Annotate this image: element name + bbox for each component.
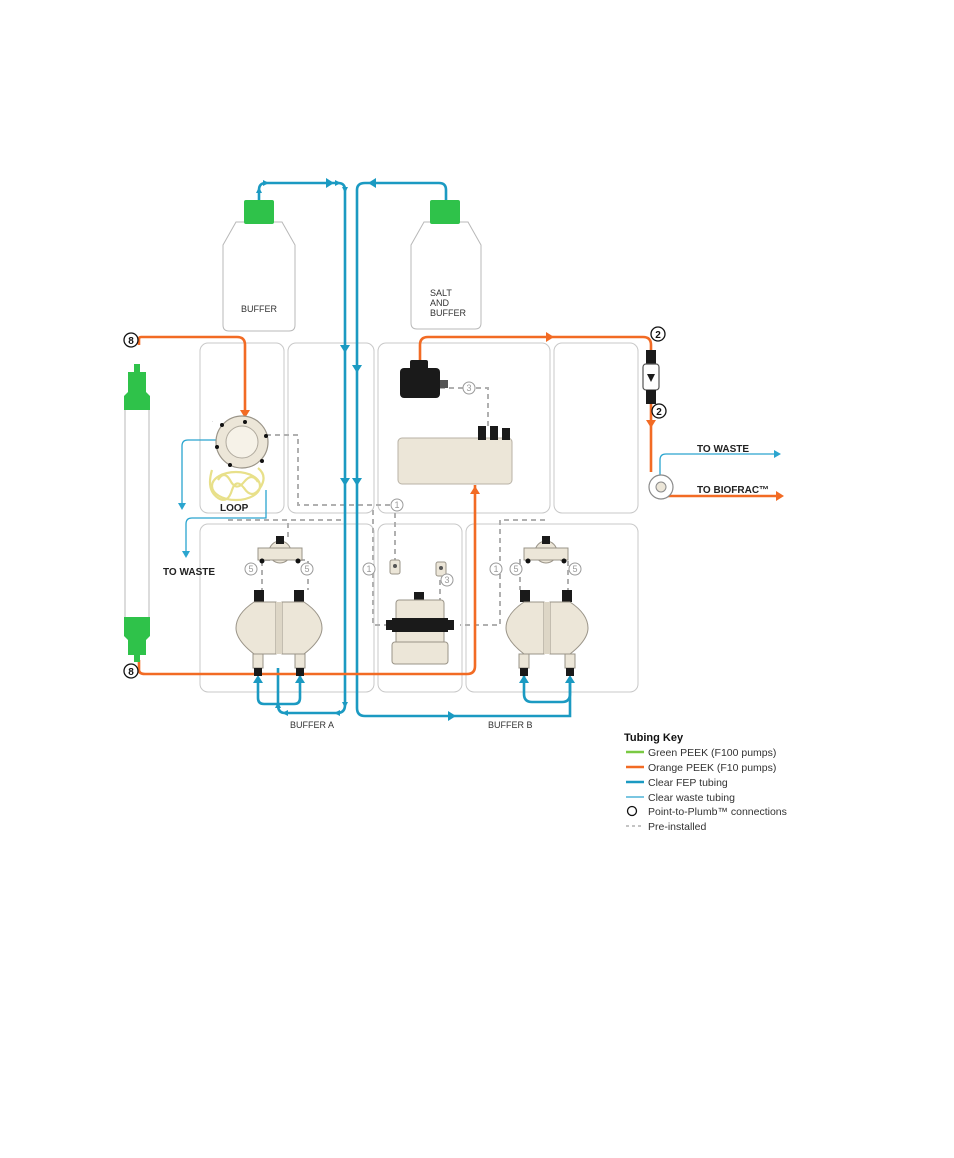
injection-valve: . bbox=[212, 416, 268, 468]
svg-text:8: 8 bbox=[128, 667, 134, 678]
key-item-fep: Clear FEP tubing bbox=[626, 777, 728, 789]
connection-2-top: 2 bbox=[651, 327, 665, 341]
to-waste-right-label: TO WASTE bbox=[697, 444, 749, 455]
svg-text:Green PEEK (F100 pumps): Green PEEK (F100 pumps) bbox=[648, 747, 776, 759]
key-item-orange: Orange PEEK (F10 pumps) bbox=[626, 762, 776, 774]
panel-top-2 bbox=[288, 343, 374, 513]
connection-5-d: 5 bbox=[569, 563, 581, 575]
loop-label: LOOP bbox=[220, 503, 249, 514]
buffer-bottle: BUFFER bbox=[223, 200, 295, 331]
salt-bottle-label-1: SALT bbox=[430, 288, 452, 298]
key-item-preinstalled: Pre-installed bbox=[626, 821, 707, 833]
connection-5-b: 5 bbox=[301, 563, 313, 575]
sample-loop bbox=[210, 468, 264, 500]
tubing-key: Tubing Key Green PEEK (F100 pumps) Orang… bbox=[624, 732, 787, 833]
salt-bottle-label-2: AND bbox=[430, 298, 450, 308]
svg-text:5: 5 bbox=[572, 564, 577, 574]
connection-1-c: 1 bbox=[490, 563, 502, 575]
svg-text:Pre-installed: Pre-installed bbox=[648, 821, 707, 833]
to-biofrac-label: TO BIOFRAC™ bbox=[697, 485, 769, 496]
pump-a bbox=[236, 536, 322, 676]
connection-1-b: 1 bbox=[363, 563, 375, 575]
connection-2-bottom: 2 bbox=[652, 404, 666, 418]
panel-top-4 bbox=[554, 343, 638, 513]
outlet-valve bbox=[649, 475, 673, 499]
svg-text:.: . bbox=[212, 418, 213, 423]
svg-text:5: 5 bbox=[513, 564, 518, 574]
connection-5-c: 5 bbox=[510, 563, 522, 575]
connection-3-b: 3 bbox=[441, 574, 453, 586]
svg-text:2: 2 bbox=[655, 330, 661, 341]
svg-text:5: 5 bbox=[304, 564, 309, 574]
svg-text:2: 2 bbox=[656, 407, 662, 418]
key-item-waste: Clear waste tubing bbox=[626, 792, 735, 804]
pump-b bbox=[506, 536, 588, 676]
svg-text:Orange PEEK (F10 pumps): Orange PEEK (F10 pumps) bbox=[648, 762, 776, 774]
bottle-cap-icon bbox=[244, 200, 274, 224]
to-waste-left-label: TO WASTE bbox=[163, 567, 215, 578]
svg-text:8: 8 bbox=[128, 336, 134, 347]
tubing-key-title: Tubing Key bbox=[624, 732, 684, 744]
key-item-green: Green PEEK (F100 pumps) bbox=[626, 747, 776, 759]
check-valve bbox=[643, 350, 659, 404]
buffer-b-label: BUFFER B bbox=[488, 720, 533, 730]
connection-circle-icon bbox=[628, 807, 637, 816]
salt-bottle-label-3: BUFFER bbox=[430, 308, 467, 318]
svg-text:Clear waste tubing: Clear waste tubing bbox=[648, 792, 735, 804]
svg-text:Point-to-Plumb™ connections: Point-to-Plumb™ connections bbox=[648, 806, 787, 818]
pressure-sensor bbox=[400, 360, 448, 398]
buffer-a-label: BUFFER A bbox=[290, 720, 334, 730]
buffer-bottle-label: BUFFER bbox=[241, 304, 278, 314]
svg-text:1: 1 bbox=[394, 500, 399, 510]
connection-5-a: 5 bbox=[245, 563, 257, 575]
connection-3-a: 3 bbox=[463, 382, 475, 394]
key-item-connection: Point-to-Plumb™ connections bbox=[628, 806, 787, 818]
svg-text:3: 3 bbox=[444, 575, 449, 585]
svg-text:1: 1 bbox=[366, 564, 371, 574]
bottle-cap-icon bbox=[430, 200, 460, 224]
salt-buffer-bottle: SALT AND BUFFER bbox=[411, 200, 481, 329]
mixer-block bbox=[398, 426, 512, 484]
connection-8-top: 8 bbox=[124, 333, 138, 347]
connection-1-a: 1 bbox=[391, 499, 403, 511]
svg-text:5: 5 bbox=[248, 564, 253, 574]
svg-text:1: 1 bbox=[493, 564, 498, 574]
column bbox=[124, 364, 150, 662]
svg-text:Clear FEP tubing: Clear FEP tubing bbox=[648, 777, 728, 789]
svg-text:3: 3 bbox=[466, 383, 471, 393]
connection-8-bottom: 8 bbox=[124, 664, 138, 678]
